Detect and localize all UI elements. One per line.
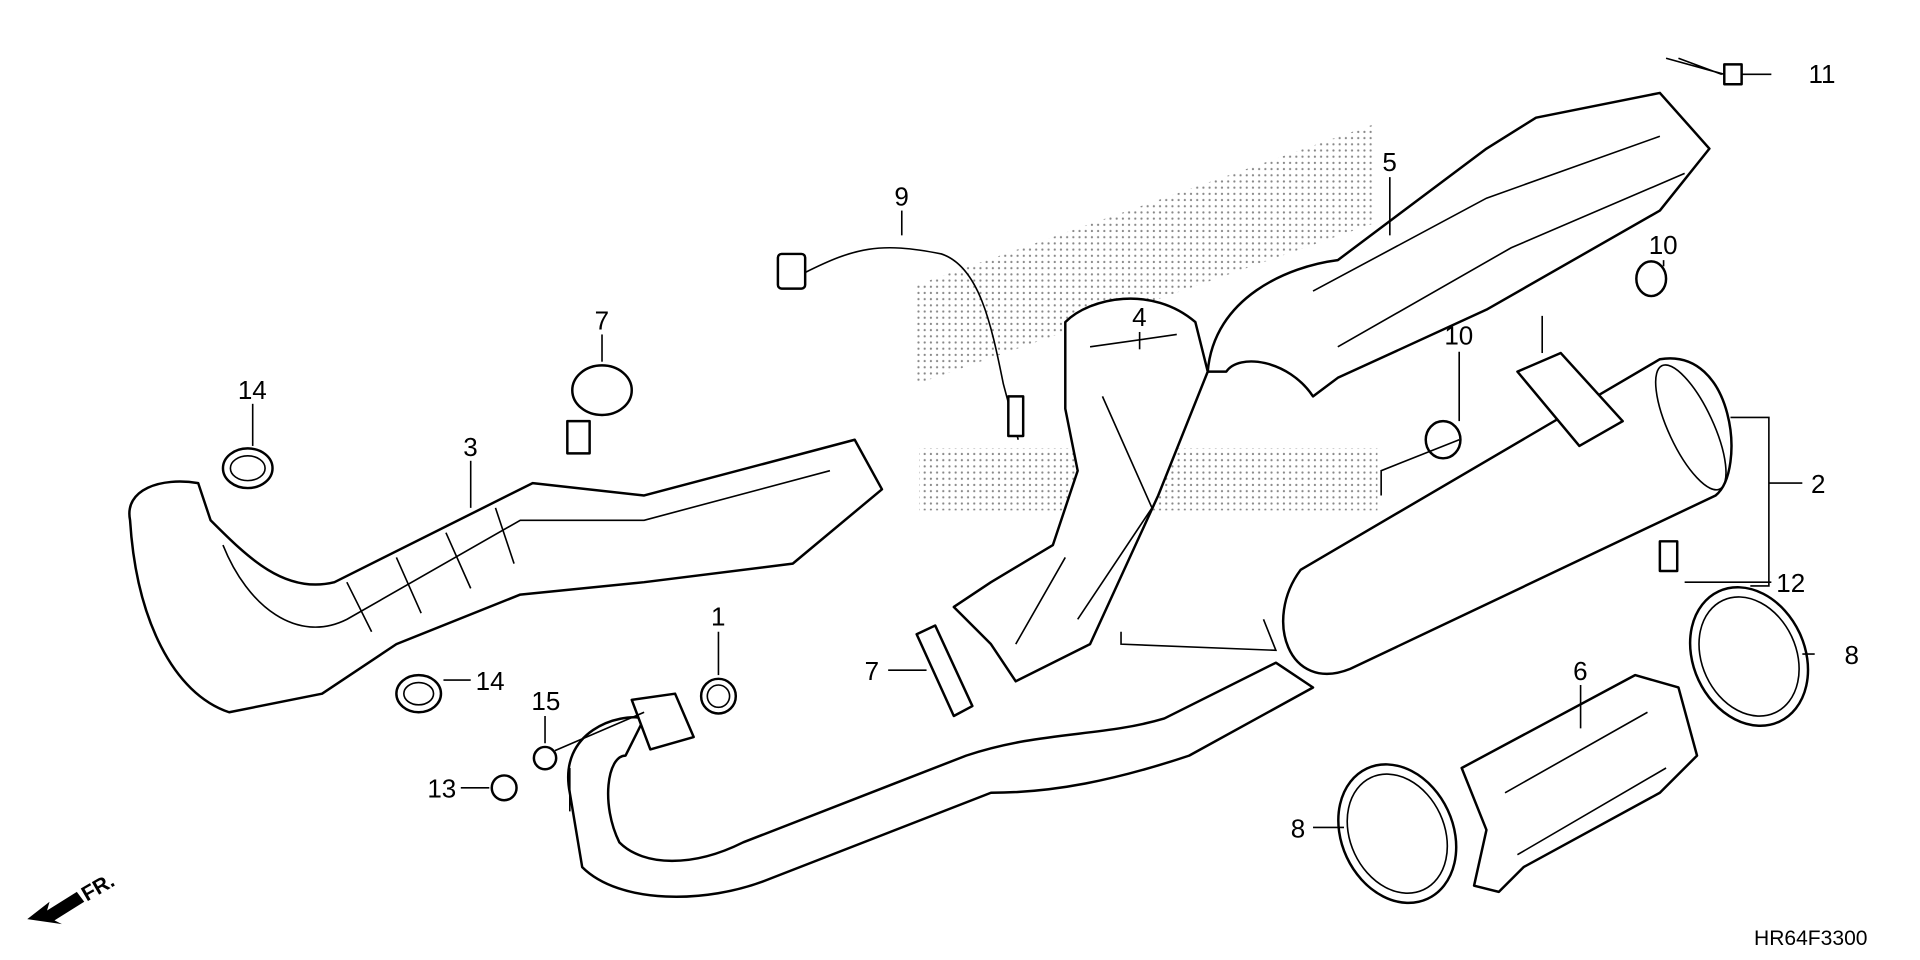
callout-14-lower: 14 xyxy=(476,666,505,696)
callout-10-lower: 10 xyxy=(1444,320,1473,350)
part-8-band-upper xyxy=(1688,586,1810,727)
callout-1: 1 xyxy=(711,602,725,632)
callout-6: 6 xyxy=(1573,656,1587,686)
part-10-grommet-upper xyxy=(1635,260,1668,298)
part-5-muffler-protector xyxy=(1206,91,1711,398)
part-7-clamp-lower xyxy=(915,624,974,718)
part-7-clamp-upper xyxy=(566,364,633,455)
callout-10-upper: 10 xyxy=(1649,230,1678,260)
front-label: FR. xyxy=(78,869,119,906)
part-11-bolt xyxy=(1723,63,1743,86)
callout-13: 13 xyxy=(427,774,456,804)
callout-7-upper: 7 xyxy=(595,305,609,335)
callout-2: 2 xyxy=(1811,469,1825,499)
front-direction-indicator: FR. xyxy=(27,869,119,925)
part-1-gasket xyxy=(699,677,738,715)
diagram-code: HR64F3300 xyxy=(1754,927,1868,950)
part-6-tailpipe-protector xyxy=(1460,673,1699,894)
callout-9: 9 xyxy=(894,182,908,212)
part-3-pipe-cover xyxy=(128,438,884,714)
callout-11: 11 xyxy=(1809,59,1836,89)
part-15-washer xyxy=(532,745,558,771)
part-4-heat-shield xyxy=(952,297,1209,683)
part-14-clamp-upper xyxy=(221,447,274,490)
part-2-muffler xyxy=(1281,315,1733,676)
callout-5: 5 xyxy=(1382,147,1396,177)
part-9-o2-sensor xyxy=(776,246,1025,440)
callout-7-lower: 7 xyxy=(865,656,879,686)
callout-12: 12 xyxy=(1776,568,1805,598)
exhaust-pipe xyxy=(566,661,1315,898)
front-arrow-icon xyxy=(27,891,85,925)
callouts: 11 5 9 10 10 4 7 14 3 2 12 1 8 6 7 14 15… xyxy=(238,59,1859,843)
leader-lines xyxy=(251,57,1815,829)
part-10-grommet-lower xyxy=(1424,419,1462,460)
callout-8-lower: 8 xyxy=(1291,813,1305,843)
part-8-band-lower xyxy=(1337,763,1458,905)
part-12-plug xyxy=(1658,540,1679,573)
callout-4: 4 xyxy=(1132,302,1146,332)
callout-8-upper: 8 xyxy=(1844,640,1858,670)
part-13-nut xyxy=(490,774,518,802)
callout-15: 15 xyxy=(531,686,560,716)
callout-3: 3 xyxy=(463,432,477,462)
part-14-clamp-lower xyxy=(395,673,443,714)
callout-14-upper: 14 xyxy=(238,375,267,405)
